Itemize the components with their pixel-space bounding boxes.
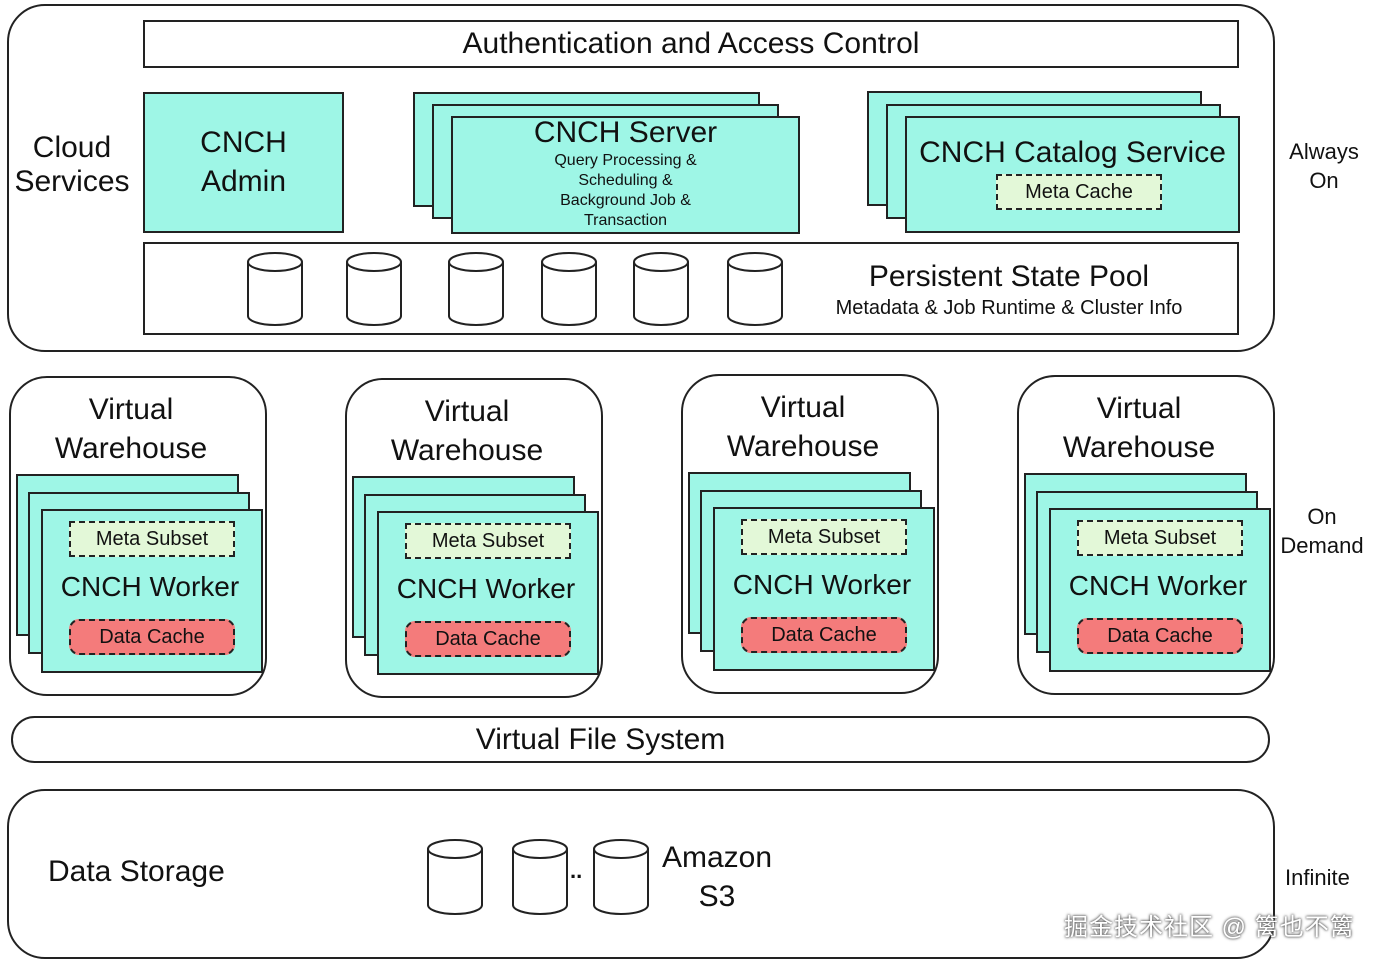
cloud-services-label: Cloud Services xyxy=(14,131,130,198)
cnch-worker-box: Meta Subset CNCH Worker Data Cache xyxy=(41,509,263,673)
persistent-state-pool-title: Persistent State Pool xyxy=(868,260,1150,293)
cnch-worker-box: Meta Subset CNCH Worker Data Cache xyxy=(713,507,935,671)
virtual-warehouse-title: Virtual Warehouse xyxy=(726,391,880,463)
cnch-admin-label: CNCH Admin xyxy=(200,126,287,198)
data-storage-label: Data Storage xyxy=(48,855,225,888)
virtual-warehouse: Virtual Warehouse Meta Subset CNCH Worke… xyxy=(1017,375,1275,695)
database-icon xyxy=(593,839,649,915)
cnch-catalog-service-title: CNCH Catalog Service xyxy=(919,136,1226,169)
database-cylinder-icons xyxy=(247,252,783,326)
meta-subset-box: Meta Subset xyxy=(405,523,571,559)
watermark-text: 掘金技术社区 @ 篱也不篱 xyxy=(1064,914,1355,941)
cnch-catalog-service-box: CNCH Catalog Service Meta Cache xyxy=(905,116,1240,233)
cnch-worker-label: CNCH Worker xyxy=(1068,570,1248,601)
infinite-label: Infinite xyxy=(1285,865,1350,890)
virtual-warehouse: Virtual Warehouse Meta Subset CNCH Worke… xyxy=(681,374,939,694)
virtual-warehouse-title: Virtual Warehouse xyxy=(54,393,208,465)
database-icon xyxy=(633,252,689,326)
meta-subset-box: Meta Subset xyxy=(1077,520,1243,556)
database-icon xyxy=(512,839,568,915)
cnch-server-box: CNCH Server Query Processing & Schedulin… xyxy=(451,116,800,234)
virtual-warehouse: Virtual Warehouse Meta Subset CNCH Worke… xyxy=(9,376,267,696)
on-demand-label: On Demand xyxy=(1280,504,1364,558)
cnch-worker-label: CNCH Worker xyxy=(60,571,240,602)
meta-subset-box: Meta Subset xyxy=(69,521,235,557)
cnch-admin-box: CNCH Admin xyxy=(143,92,344,233)
cnch-server-title: CNCH Server xyxy=(533,116,718,149)
data-cache-box: Data Cache xyxy=(741,617,907,653)
auth-access-control-box: Authentication and Access Control xyxy=(143,20,1239,68)
data-cache-box: Data Cache xyxy=(1077,618,1243,654)
virtual-warehouse: Virtual Warehouse Meta Subset CNCH Worke… xyxy=(345,378,603,698)
cnch-worker-label: CNCH Worker xyxy=(732,569,912,600)
storage-ellipsis: .. xyxy=(570,858,583,883)
database-icon xyxy=(346,252,402,326)
cnch-worker-label: CNCH Worker xyxy=(396,573,576,604)
virtual-file-system-label: Virtual File System xyxy=(475,722,726,756)
cnch-worker-box: Meta Subset CNCH Worker Data Cache xyxy=(1049,508,1271,672)
data-cache-box: Data Cache xyxy=(69,619,235,655)
virtual-warehouse-title: Virtual Warehouse xyxy=(390,395,544,467)
always-on-label: Always On xyxy=(1289,139,1359,193)
amazon-s3-label: Amazon S3 xyxy=(661,841,773,913)
virtual-file-system-bar: Virtual File System xyxy=(11,716,1270,763)
database-icon xyxy=(427,839,483,915)
database-icon xyxy=(247,252,303,326)
database-icon xyxy=(727,252,783,326)
data-cache-box: Data Cache xyxy=(405,621,571,657)
meta-cache-box: Meta Cache xyxy=(996,174,1162,210)
cnch-server-description: Query Processing & Scheduling & Backgrou… xyxy=(554,152,697,229)
database-icon xyxy=(448,252,504,326)
persistent-state-pool-description: Metadata & Job Runtime & Cluster Info xyxy=(835,297,1183,319)
virtual-warehouse-title: Virtual Warehouse xyxy=(1062,392,1216,464)
cnch-worker-box: Meta Subset CNCH Worker Data Cache xyxy=(377,511,599,675)
storage-cylinder-icons xyxy=(427,839,649,915)
persistent-state-pool-box: Persistent State Pool Metadata & Job Run… xyxy=(143,242,1239,335)
database-icon xyxy=(541,252,597,326)
meta-subset-box: Meta Subset xyxy=(741,519,907,555)
